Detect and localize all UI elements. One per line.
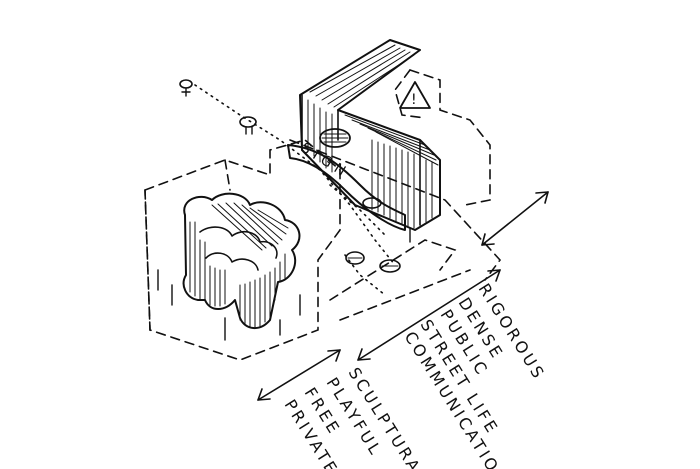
double-arrow-icon	[357, 269, 501, 361]
warning-symbol: !	[411, 92, 417, 108]
rigorous-labels: RIGOROUS DENSE PUBLIC STREET LIFE COMMUN…	[401, 280, 550, 469]
rigorous-building-block	[299, 39, 441, 243]
double-arrow-icon	[481, 191, 549, 246]
car-icon	[345, 251, 365, 265]
person-figure-icon	[239, 116, 257, 135]
sculptural-building-block	[157, 192, 301, 341]
car-icon	[379, 259, 401, 273]
sculptural-labels: SCULPTURAL PLAYFUL FREE PRIVATE	[281, 364, 432, 469]
person-figure-icon	[179, 79, 193, 97]
sign-ribbon: SIGN	[287, 140, 406, 231]
warning-sign-icon: !	[399, 81, 431, 109]
double-arrow-icon	[257, 349, 341, 401]
sign-label: SIGN	[298, 140, 353, 182]
